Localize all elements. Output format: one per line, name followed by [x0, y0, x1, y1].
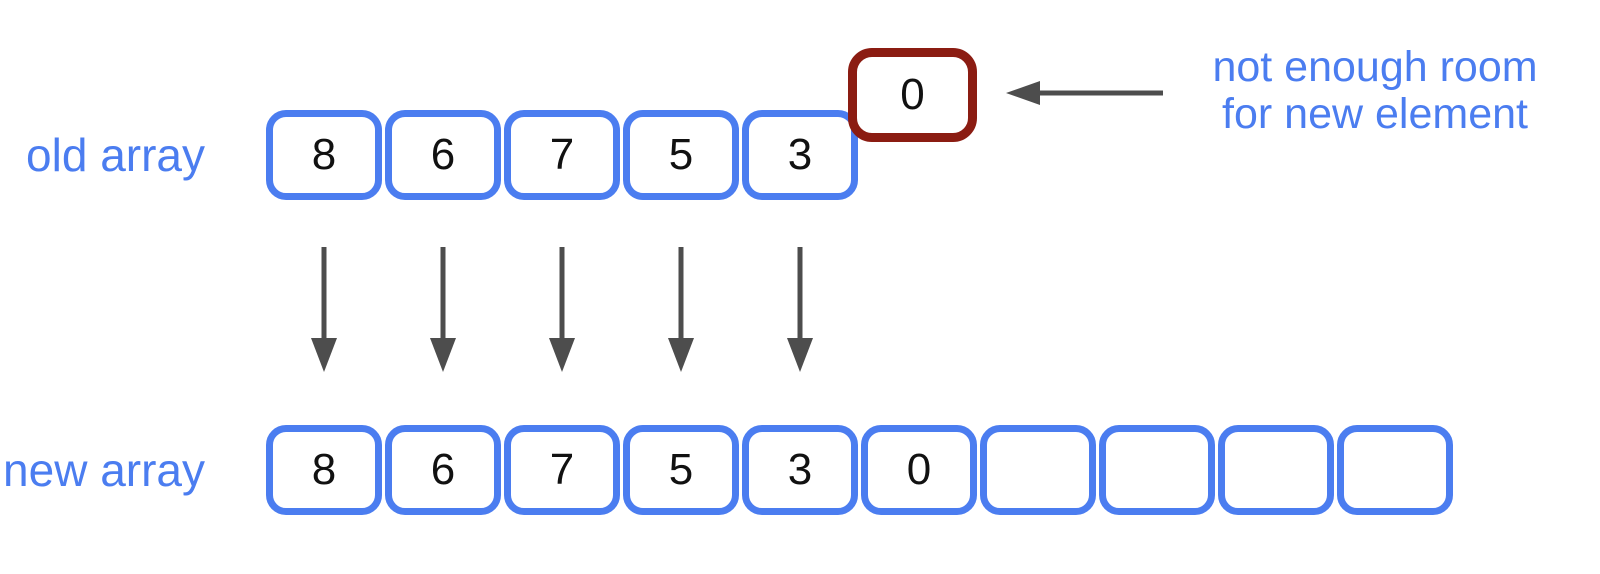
new-array-cell-1: 6	[385, 425, 501, 515]
copy-arrow-down-4	[668, 247, 694, 372]
old-array-cell-3: 5	[623, 110, 739, 200]
copy-arrow-down-5	[787, 247, 813, 372]
new-array-cell-3: 5	[623, 425, 739, 515]
copy-arrow-down-2	[430, 247, 456, 372]
old-array-cell-1: 6	[385, 110, 501, 200]
new-array-label: new array	[3, 444, 205, 496]
new-array-row: 8 6 7 5 3 0	[266, 425, 1453, 515]
new-array-cell-7	[1099, 425, 1215, 515]
annotation-line-1: not enough room	[1212, 43, 1538, 91]
old-array-label: old array	[26, 129, 205, 181]
old-array-row: 8 6 7 5 3	[266, 110, 858, 200]
copy-arrow-down-3	[549, 247, 575, 372]
copy-arrow-down-1	[311, 247, 337, 372]
new-array-cell-9	[1337, 425, 1453, 515]
annotation-line-2: for new element	[1222, 89, 1528, 138]
old-array-cell-0: 8	[266, 110, 382, 200]
old-array-cell-4: 3	[742, 110, 858, 200]
overflow-element-box: 0	[848, 48, 977, 142]
new-array-cell-0: 8	[266, 425, 382, 515]
old-array-cell-2: 7	[504, 110, 620, 200]
overflow-element-value: 0	[900, 70, 925, 119]
new-array-cell-2: 7	[504, 425, 620, 515]
new-array-cell-5: 0	[861, 425, 977, 515]
new-array-cell-4: 3	[742, 425, 858, 515]
annotation-text: not enough room for new element	[1180, 44, 1570, 138]
annotation-arrow-left	[1006, 81, 1163, 105]
new-array-cell-8	[1218, 425, 1334, 515]
new-array-cell-6	[980, 425, 1096, 515]
